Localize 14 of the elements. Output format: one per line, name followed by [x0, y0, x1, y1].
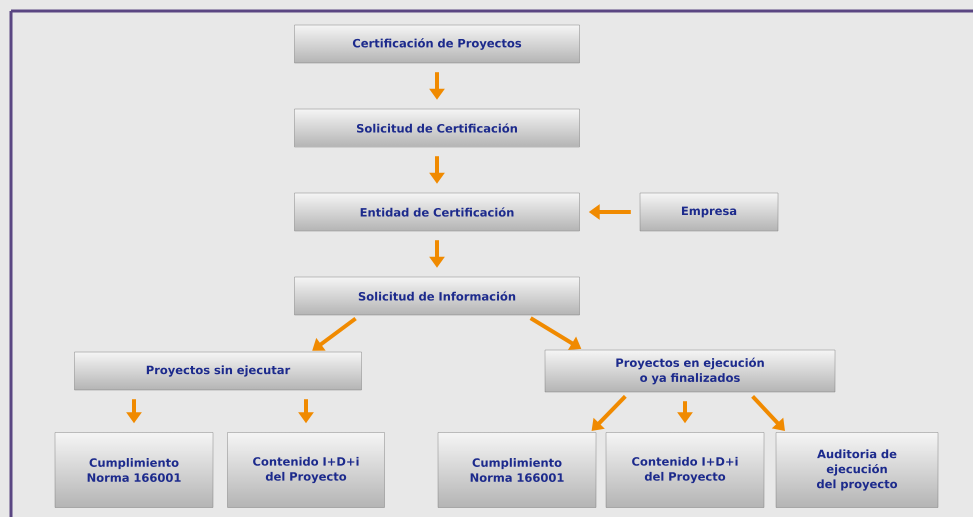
process-box: Proyectos sin ejecutar — [74, 352, 362, 390]
process-box: Contenido I+D+i del Proyecto — [227, 432, 385, 508]
process-box: Auditoria de ejecución del proyecto — [776, 432, 938, 508]
process-box: Contenido I+D+i del Proyecto — [606, 432, 764, 508]
process-box: Entidad de Certificación — [294, 192, 580, 232]
process-box: Proyectos en ejecución o ya finalizados — [544, 350, 836, 392]
process-box: Cumplimiento Norma 166001 — [438, 432, 596, 508]
process-box: Solicitud de Información — [294, 276, 580, 316]
process-box: Solicitud de Certificación — [294, 108, 580, 148]
process-box: Cumplimiento Norma 166001 — [54, 432, 214, 508]
arrow — [592, 394, 627, 431]
arrow — [751, 395, 785, 431]
process-box: Empresa — [640, 192, 778, 232]
process-box: Certificación de Proyectos — [294, 24, 580, 64]
